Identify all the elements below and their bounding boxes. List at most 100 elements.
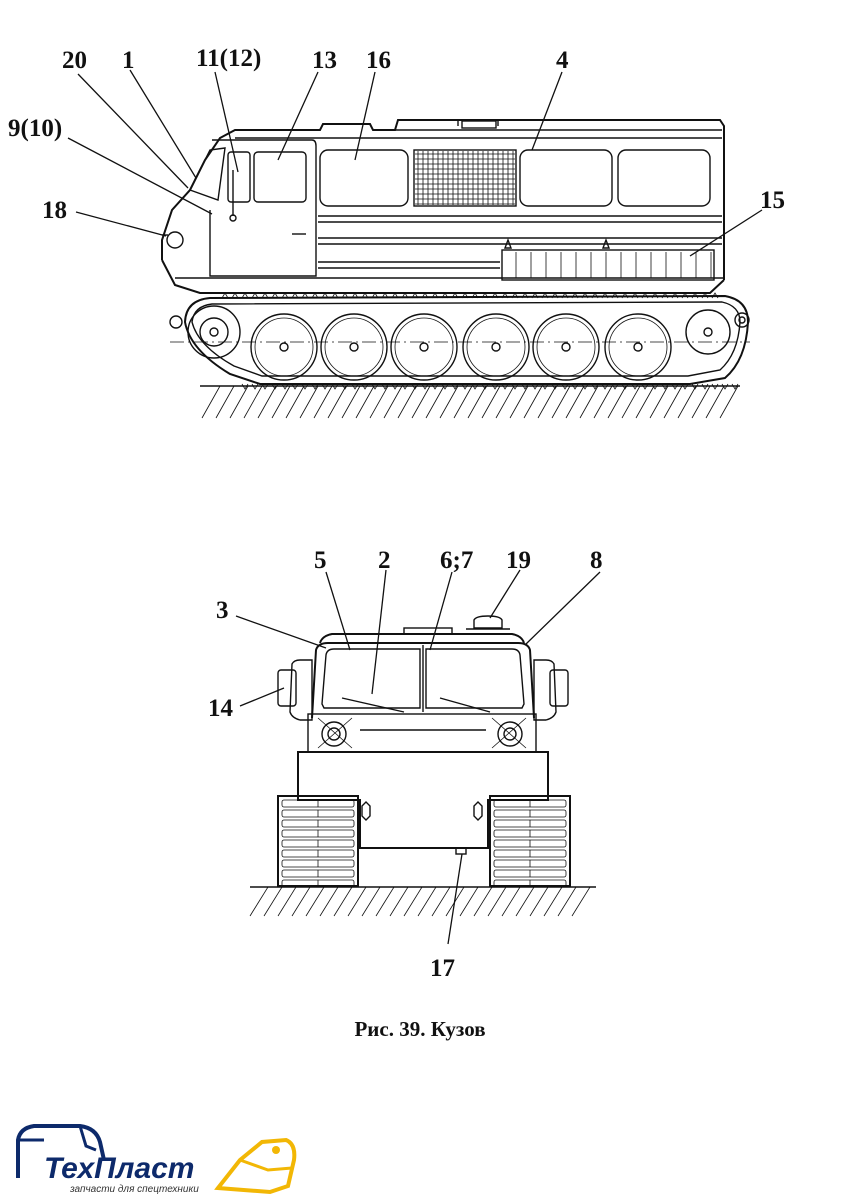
- ground-hatch-line: [355, 385, 375, 419]
- ground-hatch-line: [557, 886, 577, 917]
- track-tooth: [491, 292, 499, 299]
- track-tooth: [321, 383, 329, 390]
- label-5: 5: [314, 547, 327, 574]
- ground-hatch-line: [571, 886, 591, 917]
- ground-hatch-line: [375, 886, 395, 917]
- ground-hatch-line: [319, 886, 339, 917]
- ground-hatch-line: [229, 385, 249, 419]
- track-tooth: [441, 383, 449, 390]
- track-tooth: [361, 383, 369, 390]
- track-tooth: [401, 383, 409, 390]
- road-wheel-rim: [536, 317, 596, 377]
- label-19: 19: [506, 547, 531, 574]
- ground-hatch-line: [305, 886, 325, 917]
- front-cab: [277, 615, 569, 855]
- road-wheel-rim: [608, 317, 668, 377]
- track-tooth: [441, 292, 449, 299]
- track-tooth: [531, 292, 539, 299]
- ground-hatch-line: [291, 886, 311, 917]
- label-9-10: 9(10): [8, 115, 62, 142]
- ground-hatch-line: [495, 385, 515, 419]
- track-tooth: [611, 292, 619, 299]
- track-tooth: [311, 292, 319, 299]
- ground-hatch-line: [509, 385, 529, 419]
- label-13: 13: [312, 47, 337, 74]
- ground-hatch-line: [397, 385, 417, 419]
- track-tooth: [641, 383, 649, 390]
- track-tooth: [411, 383, 419, 390]
- road-wheel-rim: [324, 317, 384, 377]
- road-wheel-hub: [491, 342, 501, 352]
- side-body-shell: [161, 119, 725, 294]
- track-tooth: [381, 383, 389, 390]
- track-tooth: [291, 292, 299, 299]
- ground-hatch-line: [459, 886, 479, 917]
- track-tooth: [261, 292, 269, 299]
- track-tooth: [691, 383, 699, 390]
- track-tooth: [641, 292, 649, 299]
- ground-hatch-line: [369, 385, 389, 419]
- track-tooth: [351, 292, 359, 299]
- ground-hatch-line: [243, 385, 263, 419]
- track-tooth: [601, 292, 609, 299]
- ground-hatch-line: [719, 385, 739, 419]
- ground-hatch-line: [691, 385, 711, 419]
- track-tooth: [661, 383, 669, 390]
- track-tooth: [681, 292, 689, 299]
- road-wheel-rim: [254, 317, 314, 377]
- track-tooth: [531, 383, 539, 390]
- ground-hatch-line: [635, 385, 655, 419]
- track-tooth: [591, 383, 599, 390]
- ground-hatch-line: [333, 886, 353, 917]
- track-tooth: [291, 383, 299, 390]
- ground-hatch-line: [431, 886, 451, 917]
- ground-hatch-line: [677, 385, 697, 419]
- logo-text-part1: Тех: [44, 1152, 95, 1185]
- ground-hatch-line: [453, 385, 473, 419]
- side-view: 20 1 11(12) 13 16 4 9(10) 18 15: [8, 45, 785, 419]
- ground-hatch-line: [201, 385, 221, 419]
- track-tooth: [451, 383, 459, 390]
- track-tooth: [221, 292, 229, 299]
- track-tooth: [611, 383, 619, 390]
- track-tooth: [431, 292, 439, 299]
- track-tooth: [561, 292, 569, 299]
- label-1: 1: [122, 47, 135, 74]
- ground-hatch-line: [249, 886, 269, 917]
- ground-hatch-line: [347, 886, 367, 917]
- road-wheel-hub: [279, 342, 289, 352]
- track-tooth: [511, 292, 519, 299]
- track-tooth: [361, 292, 369, 299]
- track-tooth: [431, 383, 439, 390]
- track-tooth: [671, 383, 679, 390]
- ground-hatch-line: [389, 886, 409, 917]
- excavator-bucket-icon: [214, 1137, 297, 1195]
- ground-hatch-line: [467, 385, 487, 419]
- ground-hatch-line: [473, 886, 493, 917]
- ground-hatch-line: [529, 886, 549, 917]
- track-tooth: [581, 292, 589, 299]
- track-tooth: [541, 383, 549, 390]
- ground-hatch-line: [257, 385, 277, 419]
- ground-hatch-line: [607, 385, 627, 419]
- track-tooth: [711, 292, 719, 299]
- label-8: 8: [590, 547, 603, 574]
- track-tooth: [281, 383, 289, 390]
- track-tooth: [501, 292, 509, 299]
- track-tooth: [461, 383, 469, 390]
- track-tooth: [621, 383, 629, 390]
- ground-hatch-line: [551, 385, 571, 419]
- track-tooth: [371, 383, 379, 390]
- track-tooth: [681, 383, 689, 390]
- track-tooth: [241, 292, 249, 299]
- track-tooth: [391, 292, 399, 299]
- ground-hatch-line: [579, 385, 599, 419]
- ground-hatch-line: [215, 385, 235, 419]
- track-tooth: [631, 292, 639, 299]
- ground-hatch-line: [403, 886, 423, 917]
- track-tooth: [311, 383, 319, 390]
- track-tooth: [631, 383, 639, 390]
- label-20: 20: [62, 47, 87, 74]
- logo-text-part2: Пласт: [94, 1152, 194, 1185]
- label-18: 18: [42, 197, 67, 224]
